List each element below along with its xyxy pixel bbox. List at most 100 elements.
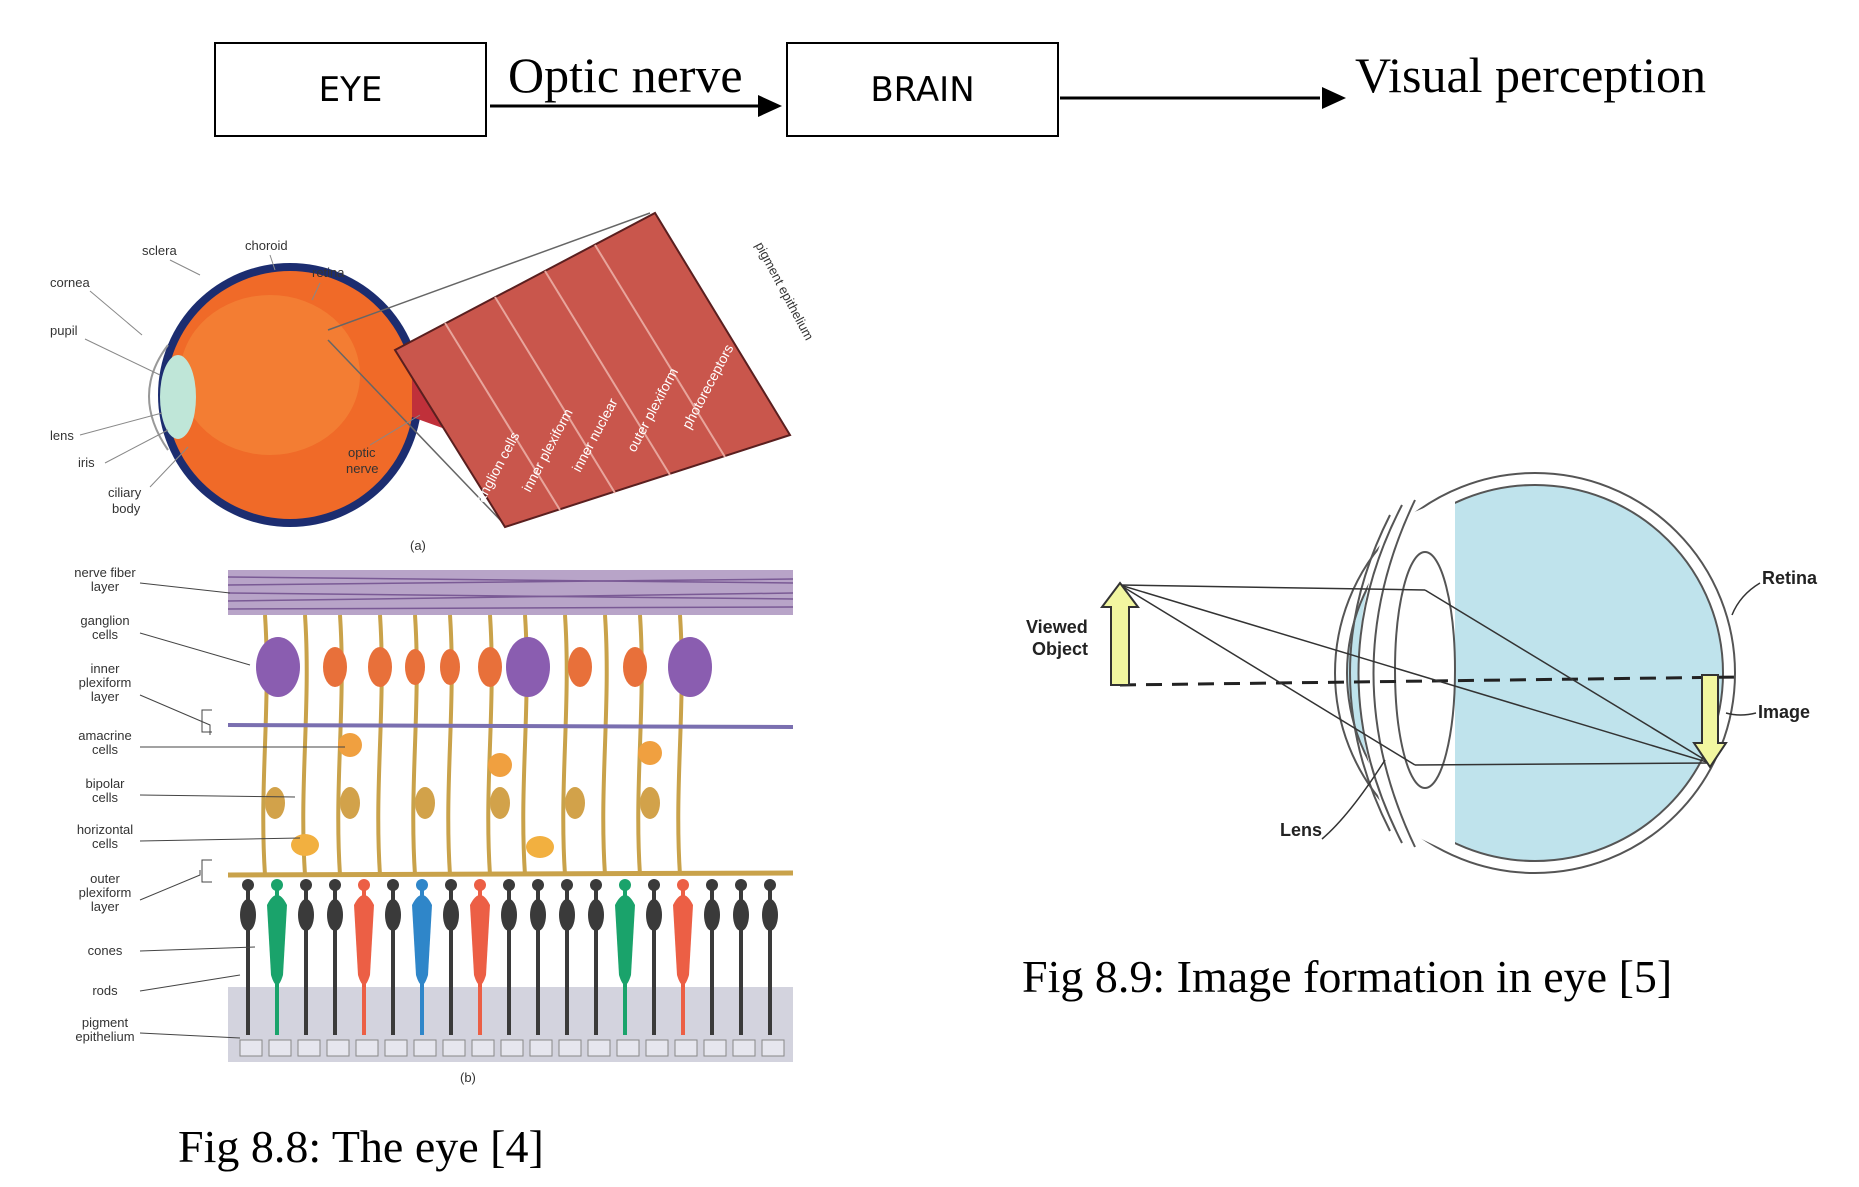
rod-cell-body [588, 899, 604, 931]
cornea [148, 344, 169, 451]
bipolar-cell [640, 787, 660, 819]
optic-nerve-label: Optic nerve [508, 47, 743, 103]
receptor-terminal [474, 879, 486, 891]
receptor-terminal [590, 879, 602, 891]
ganglion-cell [256, 637, 300, 697]
rod-cell-body [385, 899, 401, 931]
receptor-terminal [416, 879, 428, 891]
neuron-stalk [601, 614, 609, 876]
panel-b-label: (b) [460, 1070, 476, 1085]
receptor-terminal [764, 879, 776, 891]
rod-cell-body [501, 899, 517, 931]
cone-cell-body [470, 895, 490, 985]
receptor-terminal [706, 879, 718, 891]
rod-cell-body [704, 899, 720, 931]
label-pupil: pupil [50, 323, 78, 338]
fig-8-8-caption: Fig 8.8: The eye [4] [178, 1121, 544, 1172]
receptor-terminal [271, 879, 283, 891]
bipolar-cell [565, 787, 585, 819]
retina-stripe [494, 296, 616, 494]
label-inner-plexiform-layer: layer [91, 689, 120, 704]
label-nerve-fiber: nerve fiber [74, 565, 136, 580]
receptor-terminal [648, 879, 660, 891]
label-optic-nerve: nerve [346, 461, 379, 476]
receptor-terminal [503, 879, 515, 891]
rod-cell-body [327, 899, 343, 931]
label-amacrine-cells: cells [92, 742, 119, 757]
arrow-brain-to-perception-head [1322, 87, 1346, 109]
receptor-terminal [387, 879, 399, 891]
neuron-stalk [411, 614, 419, 876]
receptor-terminal [358, 879, 370, 891]
brain-box-label: BRAIN [870, 69, 975, 110]
eye-front-arc-outer [1357, 504, 1403, 844]
ganglion-cell [323, 647, 347, 687]
receptor-terminal [561, 879, 573, 891]
ganglion-cell [405, 649, 425, 685]
pigment-cell [326, 1039, 350, 1057]
rod-cell-body [646, 899, 662, 931]
bipolar-cell [265, 787, 285, 819]
image-formation-diagram: Viewed Object Retina Image Lens [1026, 472, 1818, 874]
eye-front-arc [1349, 514, 1391, 832]
amacrine-cell [338, 733, 362, 757]
pigment-cell [442, 1039, 466, 1057]
cone-cell-body [354, 895, 374, 985]
pigment-cell [761, 1039, 785, 1057]
label-rods: rods [92, 983, 118, 998]
bipolar-cell [340, 787, 360, 819]
ganglion-cell [478, 647, 502, 687]
label-inner: inner [91, 661, 121, 676]
neuron-stalk [446, 614, 454, 876]
retina-cells-diagram: nerve fiber layer ganglion cells inner p… [74, 565, 794, 1085]
viewed-object-label-2: Object [1032, 639, 1088, 659]
rod-cell-body [443, 899, 459, 931]
pigment-cell [413, 1039, 437, 1057]
callout-line-bottom [327, 339, 506, 526]
rod-cell-body [559, 899, 575, 931]
pigment-cell [616, 1039, 640, 1057]
label-ciliary-body: body [112, 501, 141, 516]
retinal-image-arrow [1692, 674, 1728, 769]
pigment-cell [674, 1039, 698, 1057]
label-bipolar: bipolar [85, 776, 125, 791]
rod-cell-body [298, 899, 314, 931]
inner-plexiform-band [227, 723, 794, 729]
amacrine-cell [638, 741, 662, 765]
receptor-terminal [735, 879, 747, 891]
receptor-terminal [242, 879, 254, 891]
pigment-cell [645, 1039, 669, 1057]
label-ganglion-cells: cells [92, 627, 119, 642]
label-cones: cones [88, 943, 123, 958]
pigment-cell [500, 1039, 524, 1057]
ganglion-cell [623, 647, 647, 687]
label-inner-plexiform: plexiform [79, 675, 132, 690]
ganglion-cell [506, 637, 550, 697]
eye-lens [1394, 551, 1456, 789]
retina-block [393, 211, 792, 529]
eye-box-label: EYE [318, 69, 383, 110]
label-iris: iris [78, 455, 95, 470]
label-ciliary: ciliary [108, 485, 142, 500]
rod-cell-body [240, 899, 256, 931]
nerve-fibers [227, 576, 794, 610]
light-rays [1119, 584, 1711, 766]
pigment-cell [703, 1039, 727, 1057]
label-pigment: pigment [82, 1015, 129, 1030]
retina-stripe [544, 270, 671, 476]
ganglion-cell [568, 647, 592, 687]
pigment-cells [239, 1039, 785, 1057]
viewed-object-label: Viewed [1026, 617, 1088, 637]
neuron-stalk [561, 614, 569, 876]
cone-cell-body [412, 895, 432, 985]
neuron-stalk [636, 614, 644, 876]
ganglion-cell [668, 637, 712, 697]
eyeball-outer [1334, 472, 1736, 874]
pigment-cell [239, 1039, 263, 1057]
label-outer-plexiform: plexiform [79, 885, 132, 900]
outer-plexiform-band [227, 870, 794, 878]
label-optic: optic [348, 445, 376, 460]
cone-cell-body [267, 895, 287, 985]
arrow-eye-to-brain-head [758, 95, 782, 117]
visual-perception-label: Visual perception [1355, 47, 1707, 103]
